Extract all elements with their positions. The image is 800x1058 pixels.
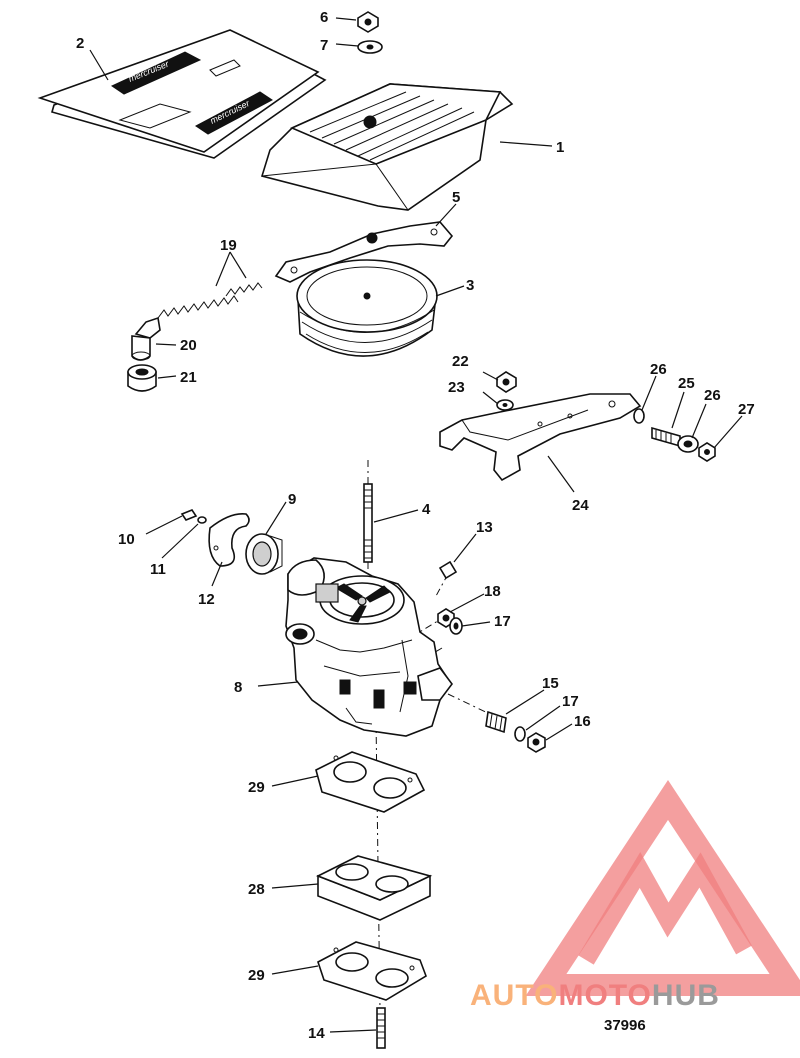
callout-15: 15 [542,675,559,692]
callout-numbers: 6 7 2 1 5 19 3 20 21 22 23 26 25 26 27 2… [76,9,755,1042]
callout-22: 22 [452,353,469,370]
part-21-grommet [127,364,157,392]
part-22-nut [496,371,517,393]
part-17-washer-a [449,617,463,635]
part-20-elbow-fitting [131,316,161,361]
callout-28: 28 [248,881,265,898]
callout-11: 11 [150,561,166,578]
part-13-plug [438,560,458,580]
callout-25: 25 [678,375,695,392]
callout-14: 14 [308,1025,325,1042]
watermark-text: AUTOMOTOHUB [470,979,720,1012]
callout-24: 24 [572,497,589,514]
watermark-m-stroke [578,852,752,965]
diagram-id-number: 37996 [604,1017,646,1034]
part-29-gasket-lower [317,941,427,1001]
part-19-springs [157,282,263,319]
callout-16: 16 [574,713,591,730]
part-5-bracket [274,221,454,283]
part-24-throttle-bracket [439,393,642,482]
part-15-fitting [485,710,507,734]
callout-29-a: 29 [248,779,265,796]
callout-18: 18 [484,583,501,600]
part-25-ball-stud [651,426,681,448]
part-27-nut [698,442,716,462]
callout-4: 4 [422,501,431,518]
callout-6: 6 [320,9,328,26]
callout-1: 1 [556,139,564,156]
watermark-triangle [525,780,800,996]
part-26-ball-cap [677,435,699,453]
part-29-gasket-upper [315,751,426,813]
callout-7: 7 [320,37,328,54]
callout-26-b: 26 [704,387,721,404]
part-14-stud [376,1007,386,1049]
watermark-hub: HUB [652,979,720,1012]
callout-26-a: 26 [650,361,667,378]
watermark-logo: AUTOMOTOHUB [470,780,800,1012]
callout-23: 23 [448,379,465,396]
part-16-nut [527,732,546,753]
part-1-air-cleaner-cover [260,83,514,211]
callout-21: 21 [180,369,197,386]
callout-17-a: 17 [494,613,511,630]
part-4-stud [363,483,373,563]
callout-20: 20 [180,337,197,354]
part-8-carburetor [285,557,453,737]
callout-19: 19 [220,237,237,254]
callout-29-b: 29 [248,967,265,984]
callout-5: 5 [452,189,460,206]
callout-12: 12 [198,591,215,608]
callout-13: 13 [476,519,493,536]
watermark-auto: AUTO [470,979,558,1012]
callout-2: 2 [76,35,84,52]
part-26-washer-a [633,408,645,424]
callout-10: 10 [118,531,135,548]
part-23-washer [496,399,514,411]
callout-9: 9 [288,491,296,508]
part-28-spacer [316,855,433,921]
part-7-washer [357,40,383,54]
watermark-moto: MOTO [558,979,651,1012]
part-17-washer-b [514,726,526,742]
part-12-retainer-clip [208,512,250,567]
part-3-flame-arrestor [296,259,438,357]
part-9-choke-cover [245,533,283,575]
part-6-wing-nut [357,11,379,33]
part-2-decal-sheet: mercruiser mercruiser [37,29,327,159]
callout-3: 3 [466,277,474,294]
assembly-centerlines [367,460,495,1011]
callout-8: 8 [234,679,242,696]
leader-lines [89,17,743,1033]
callout-17-b: 17 [562,693,579,710]
callout-27: 27 [738,401,755,418]
part-11-lockwasher [197,516,207,524]
part-10-screw [180,509,198,521]
